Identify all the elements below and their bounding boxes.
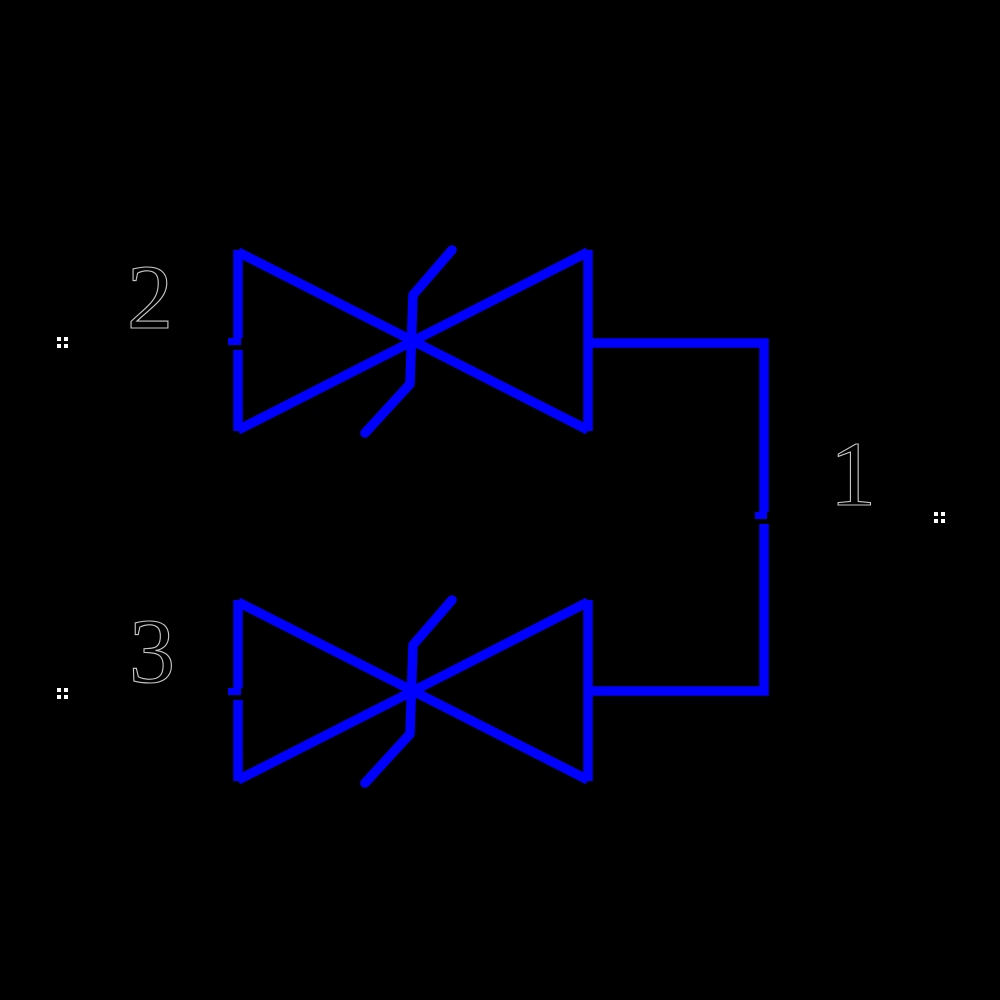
valve-actuator-stroke [360,245,457,438]
valve-2-symbol[interactable] [228,245,593,438]
valve-3-symbol[interactable] [228,595,593,788]
port-dot [57,695,61,699]
connection-port-marker-valve-3[interactable] [57,688,68,699]
pipe-1-label: 1 [830,423,876,525]
port-dot [934,519,938,523]
valve-3-label: 3 [129,600,175,702]
pipe-upper-run [588,338,769,512]
port-dot [57,344,61,348]
port-dot [57,337,61,341]
valve-actuator-stroke [360,595,457,788]
pipe-lower-run [588,524,769,696]
connection-port-marker-valve-2[interactable] [57,337,68,348]
pipe-port-stub [755,512,767,519]
port-dot [57,688,61,692]
port-dot [64,344,68,348]
port-dot [941,519,945,523]
pipe-line-1[interactable] [588,338,769,696]
connection-port-marker-pipe-1[interactable] [934,512,945,523]
port-dot [64,695,68,699]
valve-2-label: 2 [127,246,173,348]
port-dot [64,688,68,692]
valve-left-port-stub [228,688,241,695]
valve-left-port-stub [228,338,241,345]
port-dot [941,512,945,516]
port-dot [64,337,68,341]
port-dot [934,512,938,516]
